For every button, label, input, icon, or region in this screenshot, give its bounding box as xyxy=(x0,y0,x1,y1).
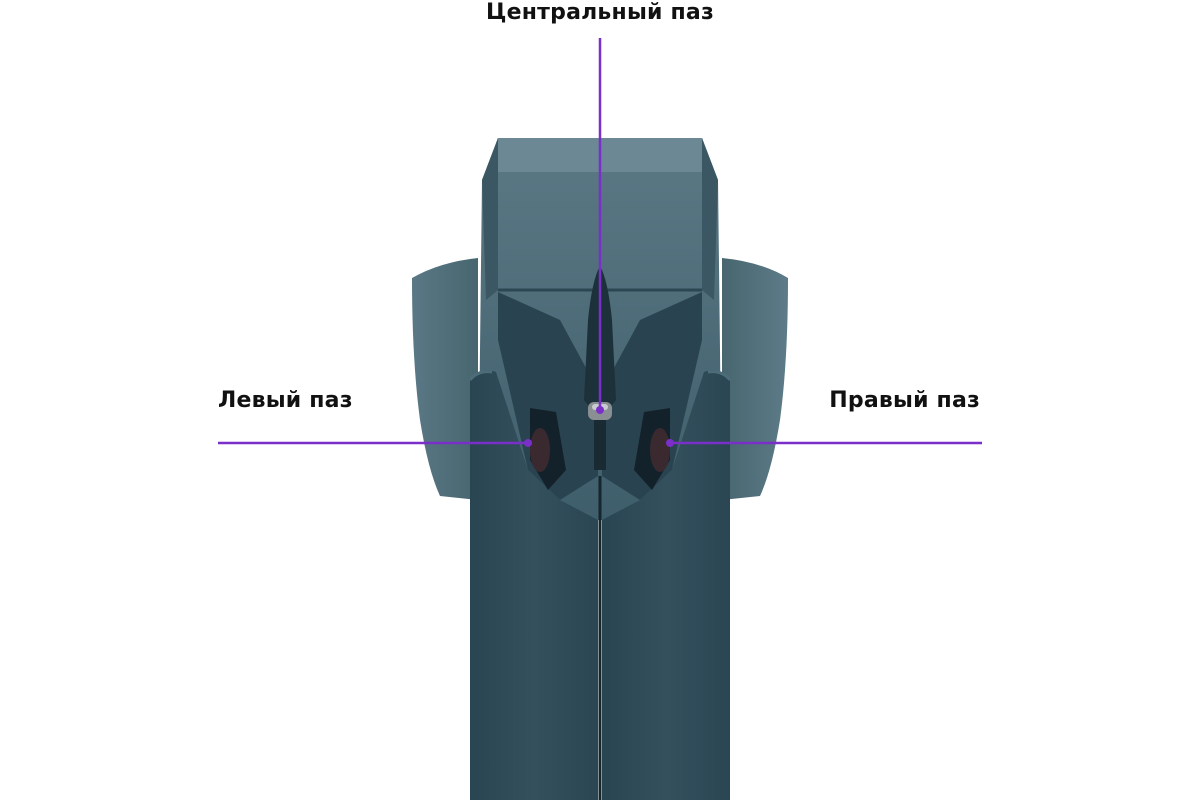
handle-right xyxy=(602,370,730,800)
handle-left xyxy=(470,370,598,800)
left-leader-dot xyxy=(524,439,532,447)
right-slot-label: Правый паз xyxy=(829,388,980,413)
left-slot-label: Левый паз xyxy=(218,388,353,413)
right-leader-dot xyxy=(666,439,674,447)
left-v-channel xyxy=(498,292,598,500)
right-wheel xyxy=(650,428,670,472)
left-wing xyxy=(412,258,478,500)
center-leader-dot xyxy=(596,406,604,414)
right-v-channel xyxy=(602,292,702,500)
right-wing xyxy=(722,258,788,500)
left-wheel xyxy=(530,428,550,472)
center-slot-label: Центральный паз xyxy=(486,0,714,25)
